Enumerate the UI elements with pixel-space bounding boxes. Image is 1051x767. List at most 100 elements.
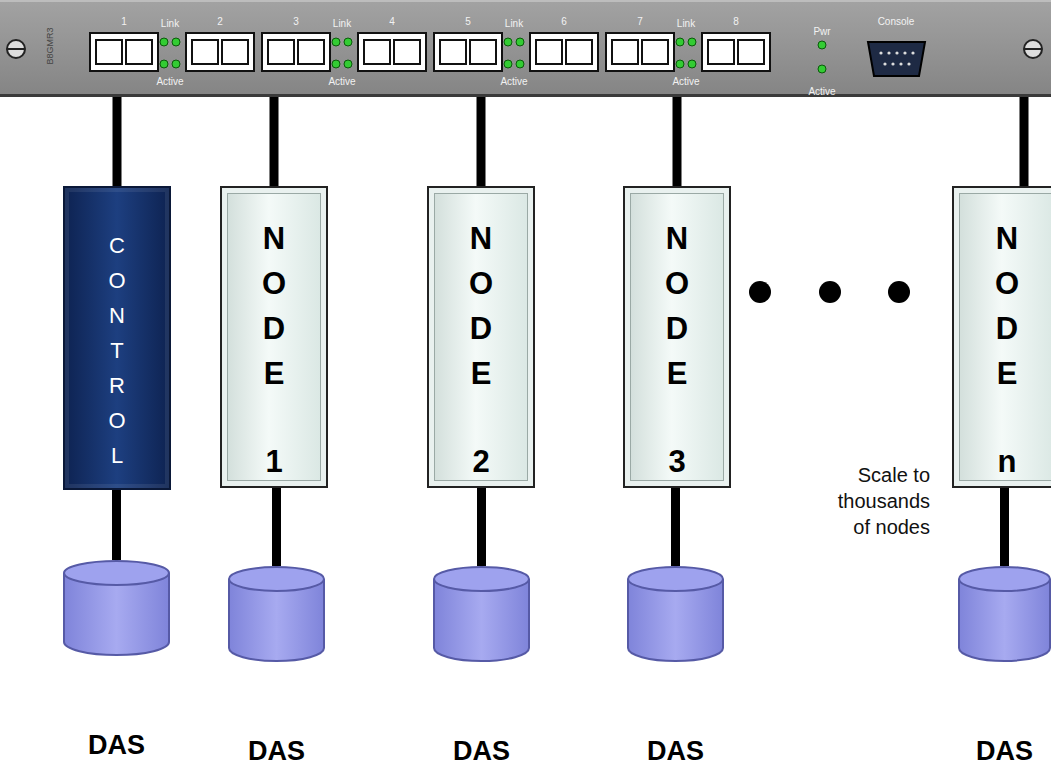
console-pin [879,51,882,54]
connector-stroke [477,97,486,186]
port-socket [738,40,764,64]
port-frame [530,33,598,71]
status-led [676,60,684,68]
panel-label: Link [505,18,523,29]
das-storage: DAS [627,566,724,661]
connector-line [675,488,676,566]
console-pin [903,51,906,54]
status-led [818,41,826,49]
connector-line [276,488,277,566]
connector-line [274,97,275,186]
panel-label: Pwr [813,26,830,37]
panel-label: Link [161,18,179,29]
console-pin [907,62,910,65]
disk-cylinder [228,566,325,661]
status-led [172,60,180,68]
connector-stroke [272,488,281,566]
control-node: CONTROL [63,186,171,490]
status-led [172,38,180,46]
panel-label: B8GMR3 [45,27,56,64]
vertical-label: NODE [662,216,693,396]
console-pin [883,62,886,65]
cylinder-top [229,567,324,591]
connector-stroke [671,488,680,566]
compute-node: NODE2 [427,186,535,488]
port-socket [536,40,562,64]
status-led [332,60,340,68]
status-led [516,60,524,68]
compute-node: NODE 3 [623,186,731,488]
port-socket [126,40,152,64]
vertical-label: NODE [259,216,290,396]
das-storage: DAS [63,560,170,655]
panel-label: 8 [733,16,739,27]
rack-screw-slot [7,48,25,50]
connector-stroke [270,97,279,186]
status-led [504,38,512,46]
status-led [344,38,352,46]
rack-screw-slot [1024,48,1042,50]
rack-screw [1024,40,1042,58]
connector-line [116,490,117,560]
ellipsis-dot [749,281,771,303]
disk-cylinder [627,566,724,661]
port-socket [440,40,466,64]
port-frame [186,33,254,71]
port-socket [642,40,668,64]
panel-label: Link [333,18,351,29]
status-led [504,60,512,68]
console-pin [911,51,914,54]
storage-label: DAS [393,736,570,766]
connector-line [481,488,482,566]
cylinder-top [628,567,723,591]
cylinder-top [64,561,169,585]
console-pin [899,62,902,65]
storage-label: DAS [918,736,1051,766]
das-storage: DAS [433,566,530,661]
node-number: 3 [625,444,729,480]
port-frame [262,33,330,71]
port-frame [606,33,674,71]
port-socket [192,40,218,64]
port-frame [90,33,158,71]
panel-label: Active [808,86,835,97]
cylinder-top [434,567,529,591]
connector-line [481,97,482,186]
storage-label: DAS [188,736,365,766]
connector-stroke [673,97,682,186]
connector-stroke [113,97,122,186]
node-number: n [954,444,1051,480]
port-socket [298,40,324,64]
panel-label: 7 [637,16,643,27]
compute-node: NODE 1 [220,186,328,488]
panel-label: 6 [561,16,567,27]
panel-label: 4 [389,16,395,27]
status-led [688,38,696,46]
connector-stroke [112,490,121,560]
status-led [818,65,826,73]
panel-label: Active [156,76,183,87]
network-switch: B8GMR31LinkActive23LinkActive45LinkActiv… [0,0,1051,97]
port-socket [222,40,248,64]
console-port [868,42,925,76]
status-led [160,38,168,46]
vertical-label: CONTROL [106,228,128,473]
node-number: 1 [222,444,326,480]
panel-label: Console [878,16,915,27]
node-number: 2 [429,444,533,480]
console-pin [891,62,894,65]
storage-label: DAS [23,730,210,760]
port-socket [394,40,420,64]
status-led [332,38,340,46]
panel-label: Active [328,76,355,87]
panel-label: 5 [465,16,471,27]
port-socket [96,40,122,64]
status-led [160,60,168,68]
disk-cylinder [958,566,1051,661]
panel-label: 2 [217,16,223,27]
connector-stroke [477,488,486,566]
panel-label: Active [500,76,527,87]
panel-label: Active [672,76,699,87]
port-frame [434,33,502,71]
port-socket [470,40,496,64]
